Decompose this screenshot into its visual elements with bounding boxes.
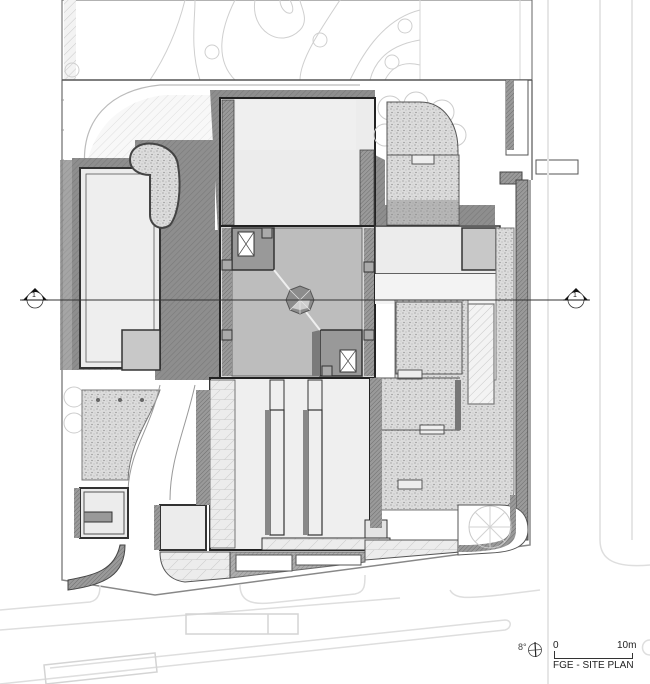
north-arrow-icon (528, 642, 542, 658)
scale-start-label: 0 (553, 640, 559, 651)
oval-pool (128, 142, 181, 229)
north-lawn (61, 0, 533, 81)
section-marker-left[interactable]: 1 (22, 286, 48, 314)
central-courtyard (219, 225, 376, 379)
south-west-garden (63, 384, 210, 551)
site-boundary (61, 79, 533, 596)
scale-bar (554, 651, 633, 659)
north-block (219, 97, 376, 227)
east-gravel-garden (364, 227, 515, 511)
west-building (79, 167, 161, 371)
south-frontage (67, 495, 529, 591)
tree-icon (468, 505, 512, 549)
drawing-title: FGE - SITE PLAN (553, 660, 634, 671)
section-marker-icon (22, 288, 48, 309)
section-marker-label: 1 (573, 292, 577, 299)
east-annex (374, 225, 501, 304)
scale-end-label: 10m (617, 640, 637, 651)
north-east-garden (373, 91, 467, 226)
title-block: 8° 0 10m FGE - SITE PLAN (518, 640, 650, 680)
south-block (209, 377, 391, 551)
section-marker-right[interactable]: 1 (563, 286, 589, 314)
section-marker-label: 1 (32, 292, 36, 299)
street (0, 539, 650, 684)
north-rotation-label: 8° (518, 642, 527, 652)
section-marker-icon (563, 288, 589, 309)
east-entrance (499, 0, 633, 684)
